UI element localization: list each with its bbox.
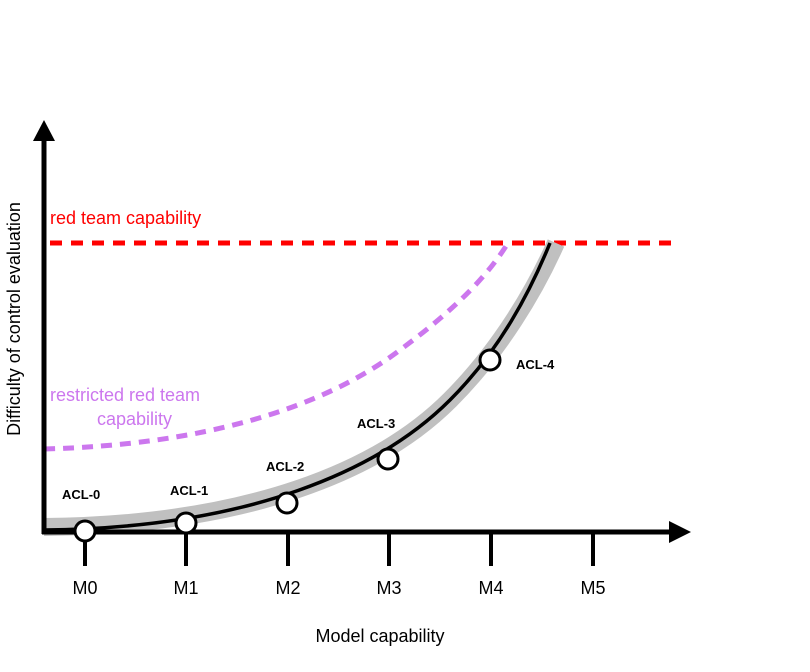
acl-label: ACL-2 <box>266 459 304 474</box>
acl-point <box>478 348 502 372</box>
acl-point <box>275 491 299 515</box>
x-tick-label: M3 <box>376 578 401 598</box>
acl-point <box>174 511 198 535</box>
acl-label: ACL-0 <box>62 487 100 502</box>
x-tick-label: M2 <box>275 578 300 598</box>
y-axis-arrow-icon <box>33 120 55 141</box>
x-tick-label: M0 <box>72 578 97 598</box>
x-tick-label: M4 <box>478 578 503 598</box>
restricted-label-line1: restricted red team <box>50 385 200 405</box>
x-tick-label: M5 <box>580 578 605 598</box>
acl-point <box>376 447 400 471</box>
acl-label: ACL-4 <box>516 357 555 372</box>
acl-point <box>73 519 97 543</box>
red-team-label: red team capability <box>50 208 201 228</box>
acl-label: ACL-1 <box>170 483 208 498</box>
x-axis-arrow-icon <box>669 521 691 543</box>
restricted-label-line2: capability <box>97 409 172 429</box>
x-tick-label: M1 <box>173 578 198 598</box>
acl-label: ACL-3 <box>357 416 395 431</box>
y-axis-label: Difficulty of control evaluation <box>4 202 24 436</box>
x-axis-label: Model capability <box>315 626 444 646</box>
